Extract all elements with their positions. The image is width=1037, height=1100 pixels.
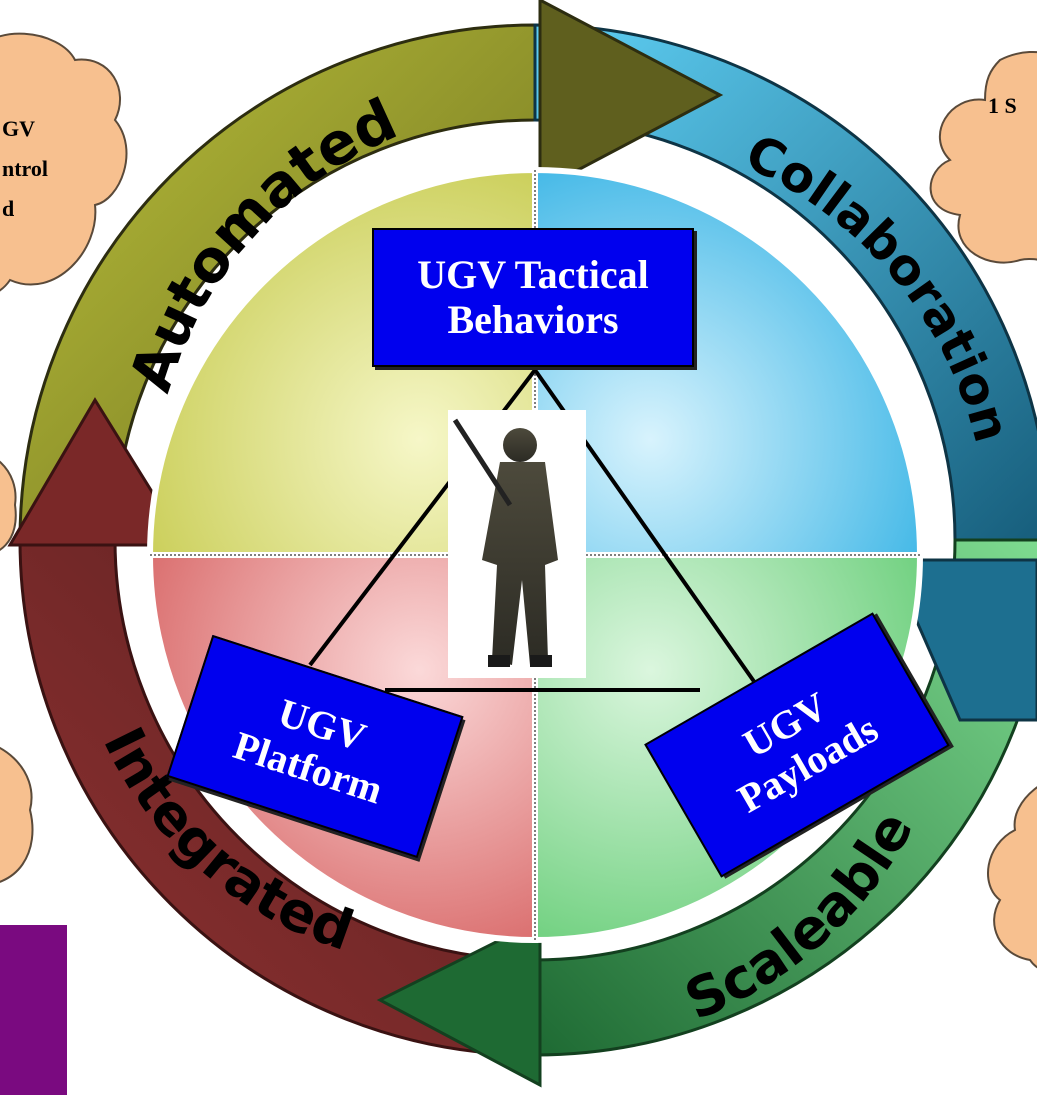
cloud-top-left: GV ntrol d — [0, 32, 128, 292]
cloud-left-lower — [0, 746, 34, 883]
cloud-top-left-line3: d — [2, 196, 14, 221]
cloud-left-middle — [0, 460, 17, 551]
arrowhead-right — [887, 558, 1037, 722]
arrowhead-top — [538, 0, 724, 193]
arrowhead-bottom — [376, 917, 542, 1088]
cloud-top-right: 1 S — [929, 50, 1037, 264]
box-tactical-line2: Behaviors — [447, 296, 619, 342]
cloud-top-left-line2: ntrol — [2, 156, 48, 181]
cloud-right-lower — [987, 786, 1037, 969]
box-tactical-behaviors: UGV Tactical Behaviors — [372, 228, 694, 367]
box-tactical-line1: UGV Tactical — [417, 251, 649, 297]
cloud-top-left-line1: GV — [2, 116, 35, 141]
cloud-top-right-line1: 1 S — [988, 93, 1017, 118]
soldier-image — [448, 410, 586, 678]
arrowhead-left — [7, 397, 188, 547]
purple-block — [0, 925, 67, 1100]
